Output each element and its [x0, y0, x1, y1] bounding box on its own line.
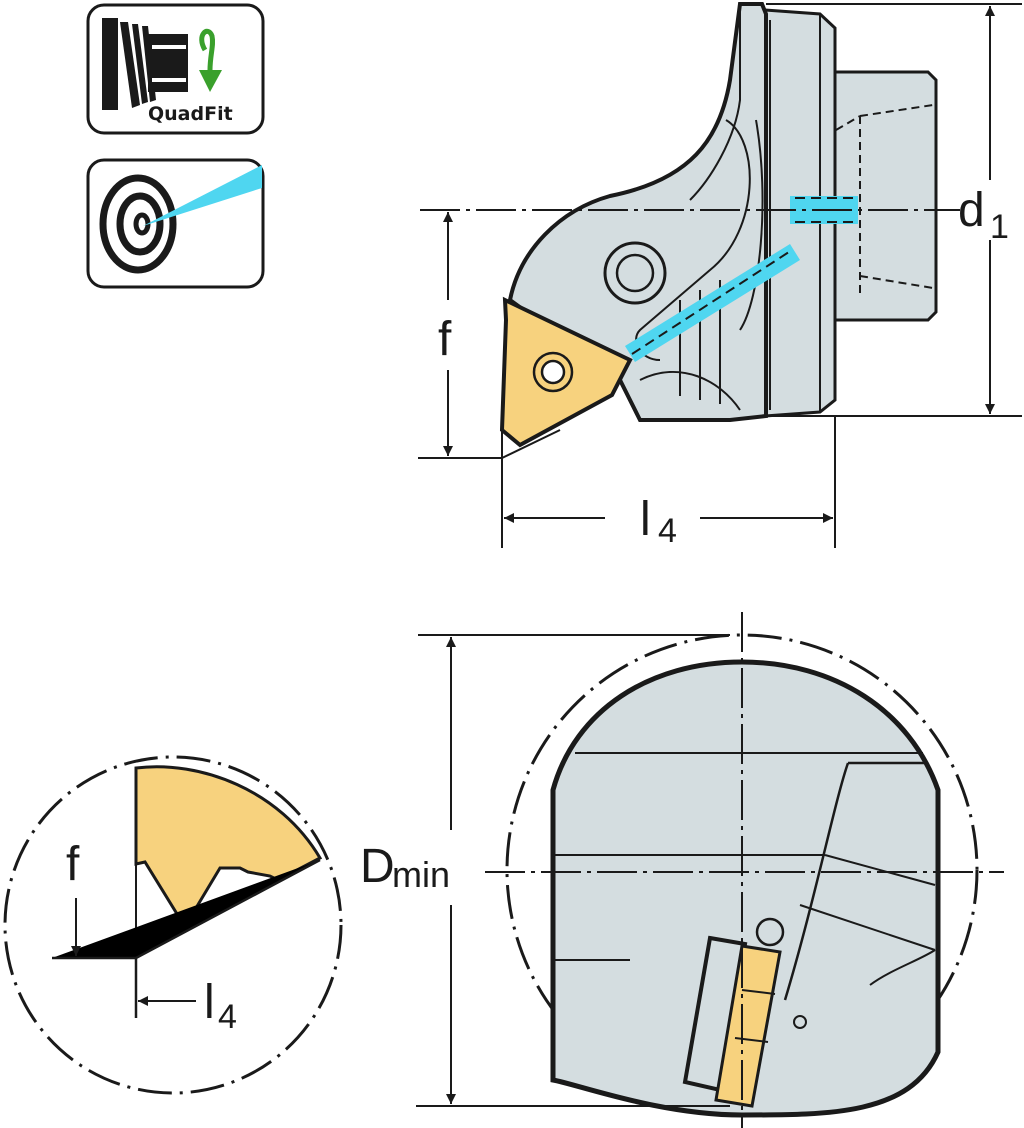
front-view: [416, 612, 1004, 1128]
detail-view: [3, 755, 343, 1095]
insert-front: [714, 944, 782, 1108]
quadfit-icon: QuadFit: [86, 3, 265, 135]
detail-l4-subscript: 4: [218, 998, 237, 1036]
coolant-target-icon: [86, 158, 265, 289]
side-l4-label: l: [640, 493, 651, 546]
side-l4-subscript: 4: [658, 512, 677, 550]
side-d1-label: d: [958, 184, 985, 237]
side-f-label: f: [438, 313, 452, 366]
detail-l4-label: l: [204, 976, 215, 1029]
front-dmin-subscript: min: [392, 854, 450, 895]
detail-f-label: f: [66, 838, 80, 891]
side-d1-subscript: 1: [990, 208, 1009, 246]
side-view: [418, 2, 1022, 548]
front-dmin-label: D: [360, 840, 395, 893]
quadfit-label: QuadFit: [148, 103, 233, 125]
